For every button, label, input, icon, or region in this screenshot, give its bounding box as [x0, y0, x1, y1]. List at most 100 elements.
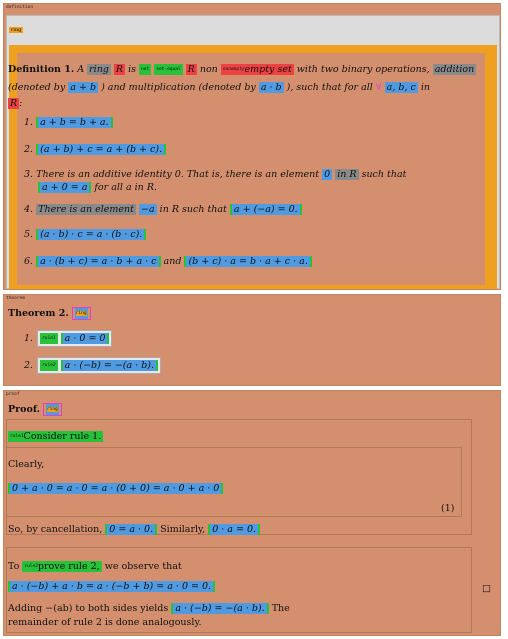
rule-eq-chip: a · (−b) = −(a · b). [60, 360, 159, 371]
rule2-label: rule2 [24, 564, 38, 569]
the-word: The [271, 603, 290, 614]
proof-heading: Proof. [8, 404, 40, 415]
cancellation-line: So, by cancellation, 0 = a · 0. Similarl… [8, 524, 261, 535]
def-item-4: 4. There is an element −a in R such that… [24, 204, 302, 215]
intro-text: A [77, 64, 85, 75]
not-chip: not [139, 64, 152, 75]
nonempty-label: nonempty [222, 67, 245, 72]
eq-chip-6a: a · (b + c) = a · b + a · c [36, 256, 161, 267]
rule-label: rule1 [40, 333, 58, 344]
zero-chip: 0 [322, 169, 333, 180]
and-word: and [163, 256, 182, 267]
intro-text-2: is [128, 64, 137, 75]
forall-marker: ∀ [375, 82, 382, 93]
item-num: 2. [24, 144, 34, 155]
rule-eq-chip: a · 0 = 0 [60, 333, 110, 344]
rule-box: rule2 a · (−b) = −(a · b). [37, 357, 162, 374]
set-equal-chip: set-equal [154, 64, 183, 75]
ring-word: ring [87, 64, 111, 75]
in-word: in [420, 82, 431, 93]
addition-word: addition [432, 64, 477, 75]
R-symbol: R [113, 64, 126, 75]
eq-chip-5: (a · b) · c = a · (b · c). [36, 229, 147, 240]
item-text-2: in R such that [159, 204, 227, 215]
proof-tag: proof [6, 392, 20, 397]
definition-intro-line1: Definition 1. A ring R is not set-equal … [8, 64, 477, 75]
consider-text: Consider rule 1. [23, 431, 102, 442]
plus-expr: a + b [68, 82, 99, 93]
proof-heading-line: Proof. ring [8, 403, 62, 416]
rule-num: 1. [24, 333, 34, 344]
consider-chip: rule1Consider rule 1. [8, 431, 104, 442]
sim-eq-chip: 0 · a = 0. [208, 524, 261, 535]
def-item-6: 6. a · (b + c) = a · b + a · c and (b + … [24, 256, 312, 267]
item-num: 4. [24, 204, 34, 215]
ring-inner: ring [45, 404, 59, 415]
proof-block: proof Proof. ring rule1Consider rule 1. … [3, 390, 501, 636]
consider-line: rule1Consider rule 1. [8, 431, 104, 442]
item-text-2: such that [361, 169, 407, 180]
definition-block: definition ring Definition 1. A ring R i… [3, 3, 501, 290]
def-item-5: 5. (a · b) · c = a · (b · c). [24, 229, 147, 240]
eq1-text: 0 + a · 0 = a · 0 = a · (0 + 0) = a · 0 … [10, 483, 222, 494]
eq-text: (b + c) · a = b · a + c · a. [186, 256, 310, 267]
theorem-rule-1: 1. rule1 a · 0 = 0 [24, 330, 113, 347]
non-word: non [199, 64, 218, 75]
times-expr: a · b [258, 82, 284, 93]
definition-tag: definition [6, 5, 34, 10]
obs-eq-chip: a · (−b) + a · b = a · (−b + b) = a · 0 … [8, 581, 216, 592]
ring-inner: ring [74, 308, 88, 319]
theorem-rule-2: 2. rule2 a · (−b) = −(a · b). [24, 357, 162, 374]
item-num: 1. [24, 117, 34, 128]
cancel-eq: 0 = a · 0. [107, 524, 156, 535]
such-that-text: ), such that for all [286, 82, 373, 93]
item-num: 5. [24, 229, 34, 240]
definition-heading: Definition 1. [8, 64, 75, 75]
theorem-block: theorem Theorem 2. ring 1. rule1 a · 0 =… [3, 294, 501, 386]
def-item-1: 1. a + b = b + a. [24, 117, 113, 128]
clearly-box [6, 447, 462, 517]
observe-eq-line: a · (−b) + a · b = a · (−b + b) = a · 0 … [8, 581, 216, 592]
empty-set-chip: nonemptyempty set [220, 64, 294, 75]
clearly-eq-chip: 0 + a · 0 = a · 0 = a · (0 + 0) = a · 0 … [8, 483, 224, 494]
cancel-text: So, by cancellation, [8, 524, 103, 535]
eq-chip-1: a + b = b + a. [36, 117, 113, 128]
rule-box: rule1 a · 0 = 0 [37, 330, 113, 347]
adding-line: Adding −(ab) to both sides yields a · (−… [8, 603, 290, 614]
empty-set-text: empty set [244, 64, 292, 75]
rule-num: 2. [24, 360, 34, 371]
similarly-text: Similarly, [160, 524, 206, 535]
rule-eq: a · 0 = 0 [62, 333, 108, 344]
to-prove-line: To rule2prove rule 2, we observe that [8, 561, 182, 572]
def-item-3b: a + 0 = a for all a in R. [38, 182, 157, 193]
R-symbol-3: R [8, 98, 20, 109]
item-text-3: for all a in R. [94, 182, 157, 193]
theorem-ring-chip: ring [71, 307, 91, 320]
ring-tag: ring [9, 27, 24, 33]
denoted-by-text: (denoted by [8, 82, 66, 93]
adding-text: Adding −(ab) to both sides yields [8, 603, 169, 614]
item-text: There is an element [36, 204, 136, 215]
eq-chip-4: a + (−a) = 0. [229, 204, 302, 215]
clearly-eq-line: 0 + a · 0 = a · 0 = a · (0 + 0) = a · 0 … [8, 483, 224, 494]
in-R-chip: in R [335, 169, 359, 180]
eq-text: a + (−a) = 0. [231, 204, 300, 215]
item-num: 3. [24, 169, 34, 180]
proof-rule2-box [6, 547, 472, 633]
obs-eq: a · (−b) + a · b = a · (−b + b) = a · 0 … [10, 581, 214, 592]
eq-chip-3: a + 0 = a [38, 182, 92, 193]
theorem-heading-line: Theorem 2. ring [8, 307, 91, 320]
ring-tag: ring [75, 311, 87, 316]
remainder-text: remainder of rule 2 is done analogously. [8, 617, 202, 628]
item-num: 6. [24, 256, 34, 267]
rule1-label: rule1 [10, 434, 24, 439]
rule2-chip: rule2prove rule 2, [22, 561, 102, 572]
rule-eq: a · (−b) = −(a · b). [62, 360, 157, 371]
prove-rule2-text: prove rule 2, [37, 561, 100, 572]
proof-ring-chip: ring [42, 403, 62, 416]
eq-text: (a + b) + c = a + (b + c). [38, 144, 165, 155]
theorem-heading: Theorem 2. [8, 308, 69, 319]
observe-text: we observe that [104, 561, 182, 572]
rule-label: rule2 [40, 360, 58, 371]
neg-chip: −a [139, 204, 157, 215]
